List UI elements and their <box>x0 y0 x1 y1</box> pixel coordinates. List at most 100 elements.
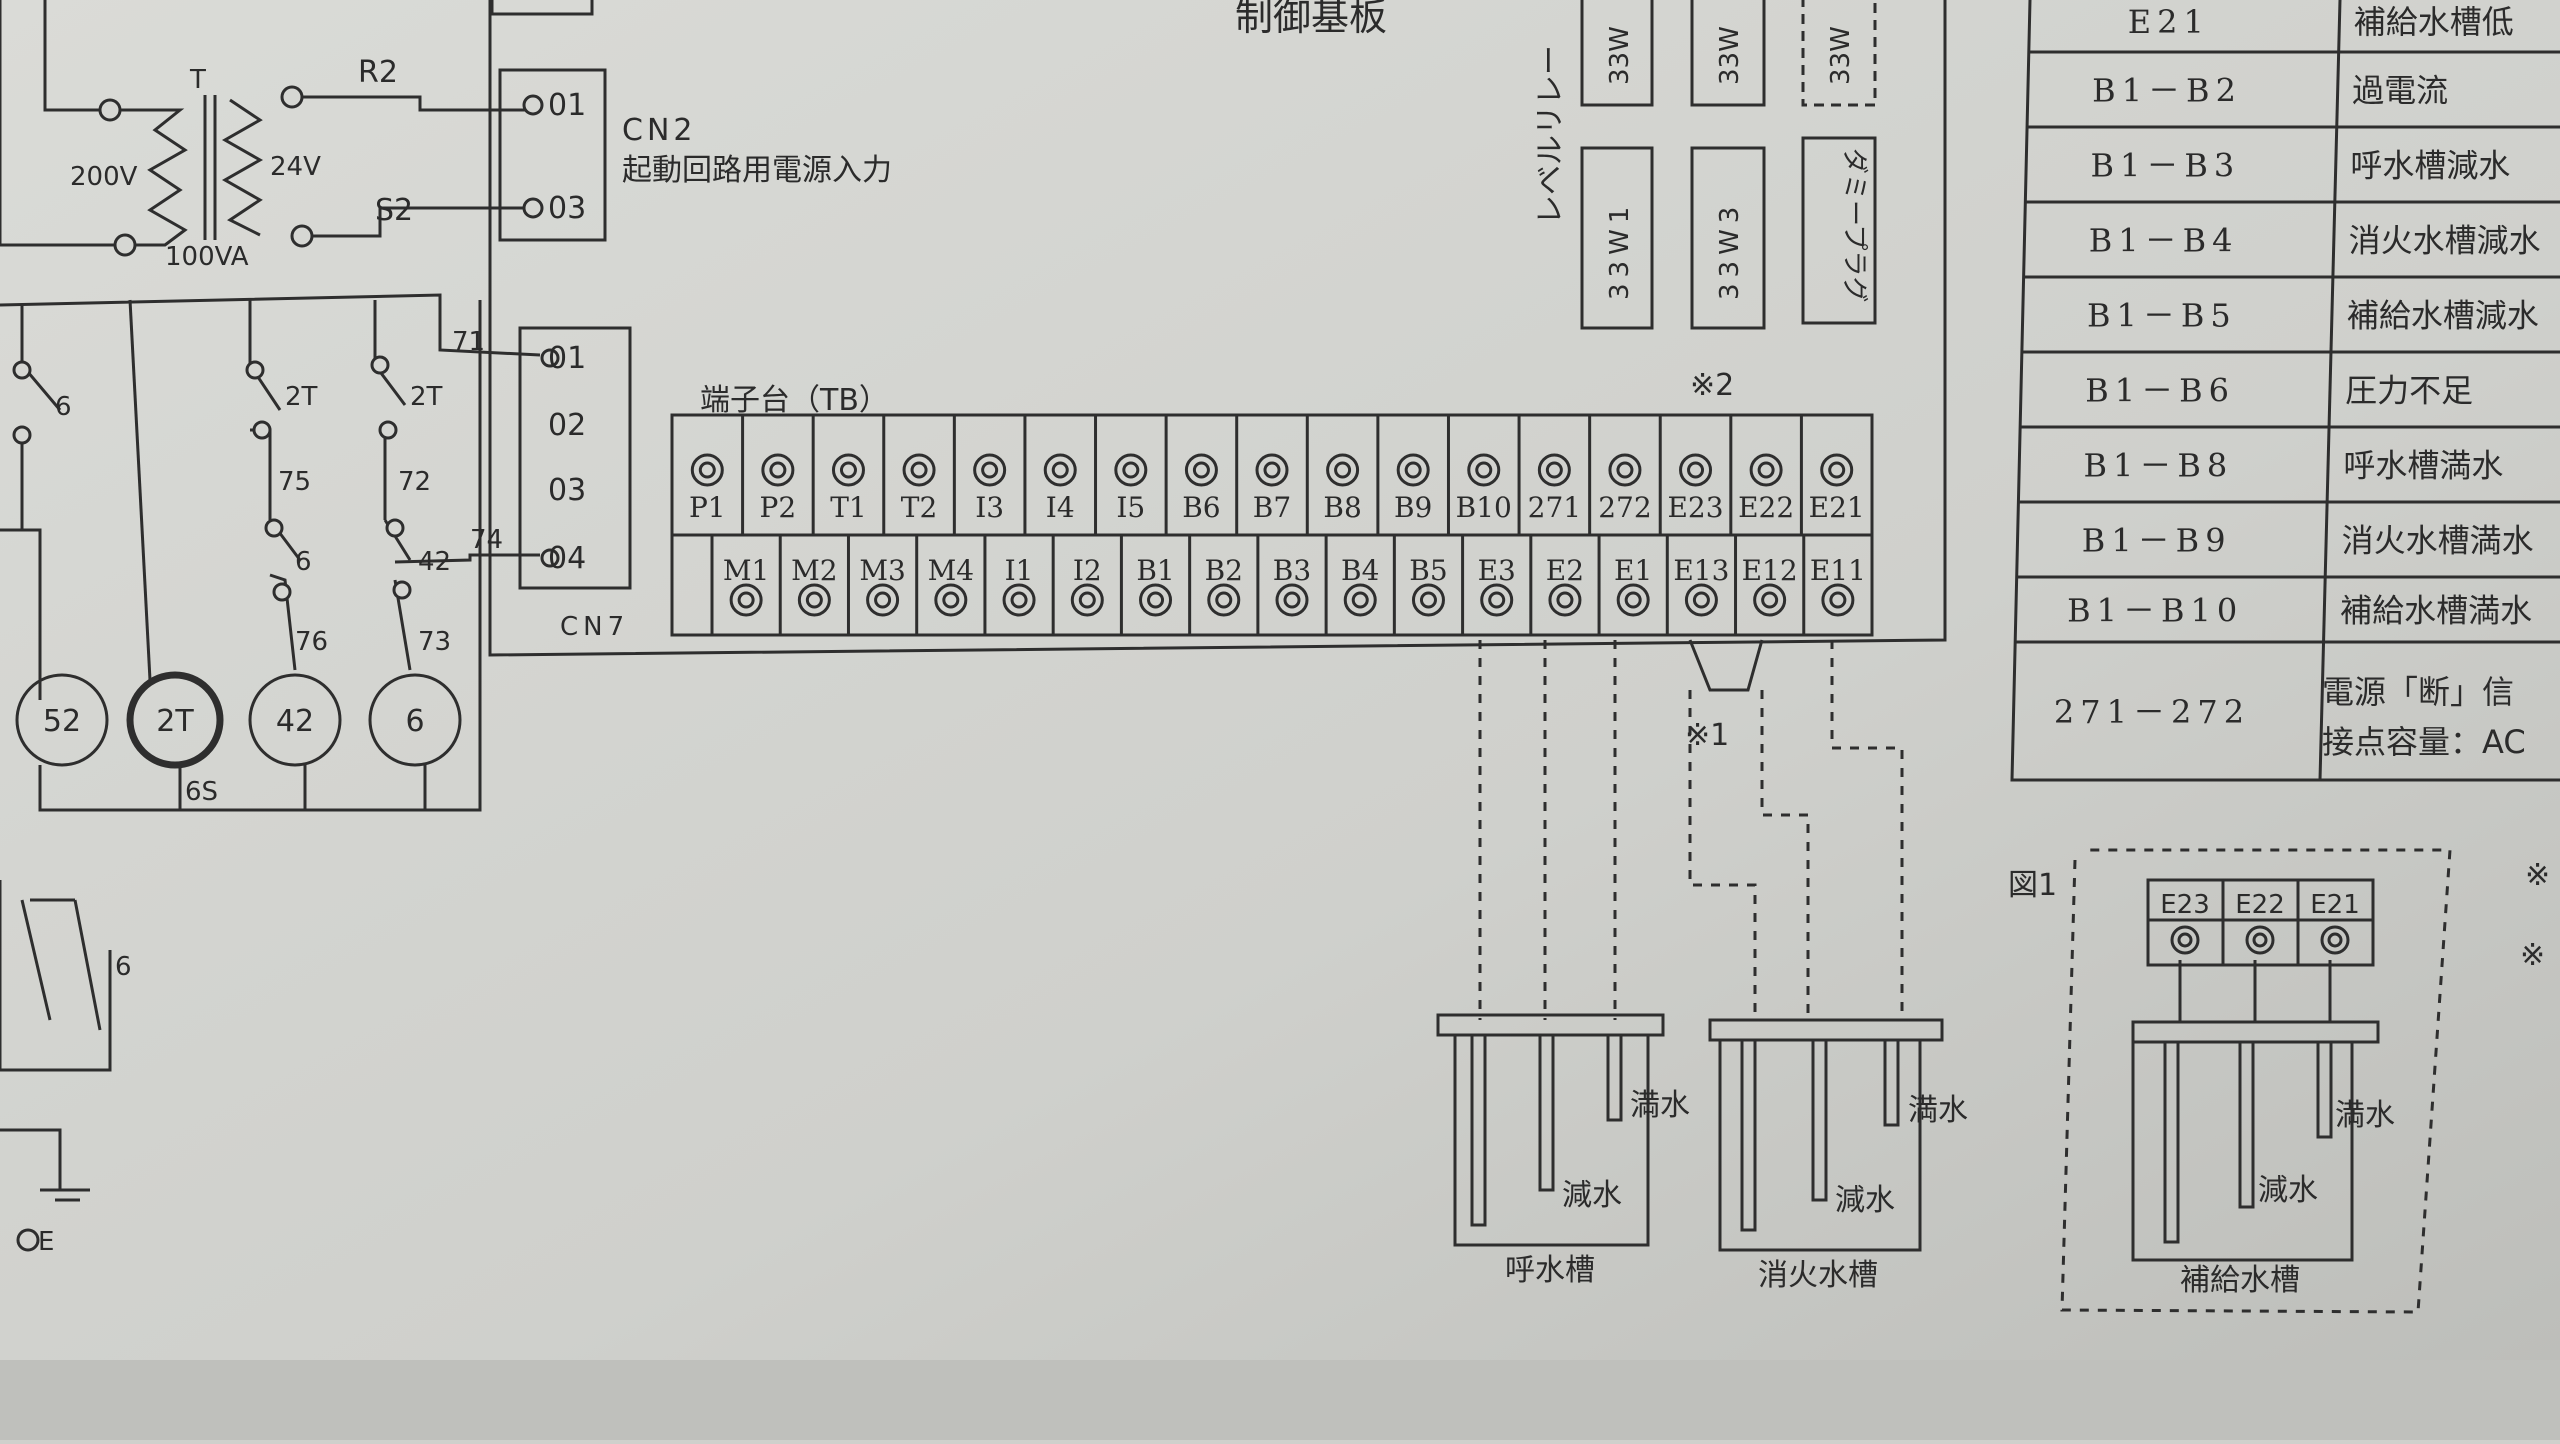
tb-screw-bottom <box>1215 591 1233 609</box>
table-row-desc: 補給水槽減水 <box>2347 297 2539 335</box>
tb-top-label: P1 <box>689 491 726 524</box>
tb-screw-bottom <box>729 583 763 617</box>
table-row-desc: 過電流 <box>2352 72 2448 110</box>
circuit-label-6s: 6S <box>185 777 218 807</box>
table-row-desc: 電源「断」信 <box>2322 673 2514 711</box>
tb-screw-bottom <box>1343 583 1377 617</box>
fig1-terminal-e21: E21 <box>2310 890 2360 920</box>
tb-screw-bottom <box>1624 591 1642 609</box>
circuit-label-42: 42 <box>418 547 451 577</box>
level-relay-label: レベルリレー <box>1533 45 1568 225</box>
tb-screw-bottom <box>1753 583 1787 617</box>
tb-screw-top <box>1122 461 1140 479</box>
cn7-pin-1: 01 <box>548 341 586 376</box>
table-row-code: B1－B3 <box>2090 147 2240 185</box>
tank-2-name: 消火水槽 <box>1758 1258 1878 1293</box>
tb-bottom-label: E2 <box>1546 554 1584 587</box>
table-row-code: B1－B8 <box>2084 447 2234 485</box>
tb-top-label: I4 <box>1046 491 1075 524</box>
tb-bottom-label: B3 <box>1273 554 1311 587</box>
note-2: ※2 <box>1690 368 1734 403</box>
tb-screw-top <box>1545 461 1563 479</box>
tb-top-label: T1 <box>830 491 867 524</box>
tb-screw-top <box>1334 461 1352 479</box>
relay-33w1-label: 33W1 <box>1605 201 1635 300</box>
tb-screw-top <box>1467 453 1501 487</box>
tb-screw-bottom <box>1147 591 1165 609</box>
table-surface <box>0 1360 2560 1440</box>
right-table-outline <box>2010 0 2560 782</box>
circuit-label-2t-a: 2T <box>285 382 318 412</box>
tb-bottom-label: M4 <box>928 554 974 587</box>
tb-top-label: E21 <box>1809 491 1865 524</box>
tb-top-label: I5 <box>1116 491 1145 524</box>
tb-screw-top <box>1396 453 1430 487</box>
table-row-code: B1－B10 <box>2067 592 2243 630</box>
transformer-s2: S2 <box>375 193 413 228</box>
tb-screw-top <box>1043 453 1077 487</box>
tank-3-name: 補給水槽 <box>2180 1263 2300 1298</box>
board-top-terminal <box>490 0 594 16</box>
tb-bottom-label: E12 <box>1742 554 1798 587</box>
cn7-pin-3: 03 <box>548 473 586 508</box>
tb-screw-top <box>973 453 1007 487</box>
tb-top-label: B9 <box>1394 491 1432 524</box>
tb-screw-bottom <box>942 591 960 609</box>
tb-bottom-label: I1 <box>1005 554 1034 587</box>
tb-top-label: E22 <box>1738 491 1794 524</box>
cn2-description: 起動回路用電源入力 <box>622 153 892 188</box>
terminal-block <box>670 413 1874 637</box>
relay-top-3: 33W <box>1826 26 1856 85</box>
table-row-code: B1－B9 <box>2082 522 2232 560</box>
fig1-terminal-block <box>2146 878 2375 967</box>
coil-label-42: 42 <box>276 704 314 739</box>
note-1: ※1 <box>1685 718 1729 753</box>
tb-screw-bottom <box>874 591 892 609</box>
terminal-block-label: 端子台（TB） <box>700 383 889 418</box>
circuit-label-72: 72 <box>398 467 431 497</box>
transformer-rating: 100VA <box>165 242 249 272</box>
tb-screw-top <box>981 461 999 479</box>
circuit-label-6a: 6 <box>55 392 72 422</box>
circuit-label-6c: 6 <box>115 952 132 982</box>
tb-screw-bottom <box>1480 583 1514 617</box>
tb-screw-bottom <box>1548 583 1582 617</box>
tb-bottom-label: B4 <box>1341 554 1379 587</box>
tb-top-label: B6 <box>1182 491 1220 524</box>
tb-top-label: B7 <box>1253 491 1291 524</box>
tb-screw-top <box>831 453 865 487</box>
tb-screw-bottom <box>1829 591 1847 609</box>
tb-screw-top <box>1051 461 1069 479</box>
tb-screw-top <box>761 453 795 487</box>
cn2-pin-1: 01 <box>548 88 586 123</box>
tb-bottom-label: M2 <box>791 554 837 587</box>
tb-screw-bottom <box>1684 583 1718 617</box>
table-row-desc: 消火水槽減水 <box>2349 222 2541 260</box>
tb-screw-top <box>769 461 787 479</box>
tb-bottom-label: M1 <box>723 554 769 587</box>
table-row-code: B1－B5 <box>2087 297 2237 335</box>
coil-42 <box>248 673 342 767</box>
tb-bottom-label: B2 <box>1205 554 1243 587</box>
tb-screw-top <box>839 461 857 479</box>
fig1-terminal-e23: E23 <box>2160 890 2210 920</box>
table-row-desc: 補給水槽低 <box>2354 3 2514 41</box>
tb-screw-top <box>1475 461 1493 479</box>
coil-52 <box>15 673 109 767</box>
circuit-label-73: 73 <box>418 627 451 657</box>
tb-top-label: 271 <box>1528 491 1581 524</box>
fig1-terminal-e22: E22 <box>2235 890 2285 920</box>
tb-screw-bottom <box>1821 583 1855 617</box>
tb-screw-top <box>1255 453 1289 487</box>
tb-screw-bottom <box>1488 591 1506 609</box>
tb-top-label: E23 <box>1667 491 1723 524</box>
transformer-t: T <box>189 65 206 95</box>
tb-bottom-label: E11 <box>1810 554 1866 587</box>
transformer-secondary: 24V <box>270 152 321 182</box>
fig1-label: 図1 <box>2008 868 2057 903</box>
circuit-label-71: 71 <box>452 327 485 357</box>
tb-screw-top <box>1608 453 1642 487</box>
tank-1-low: 減水 <box>1562 1178 1622 1213</box>
